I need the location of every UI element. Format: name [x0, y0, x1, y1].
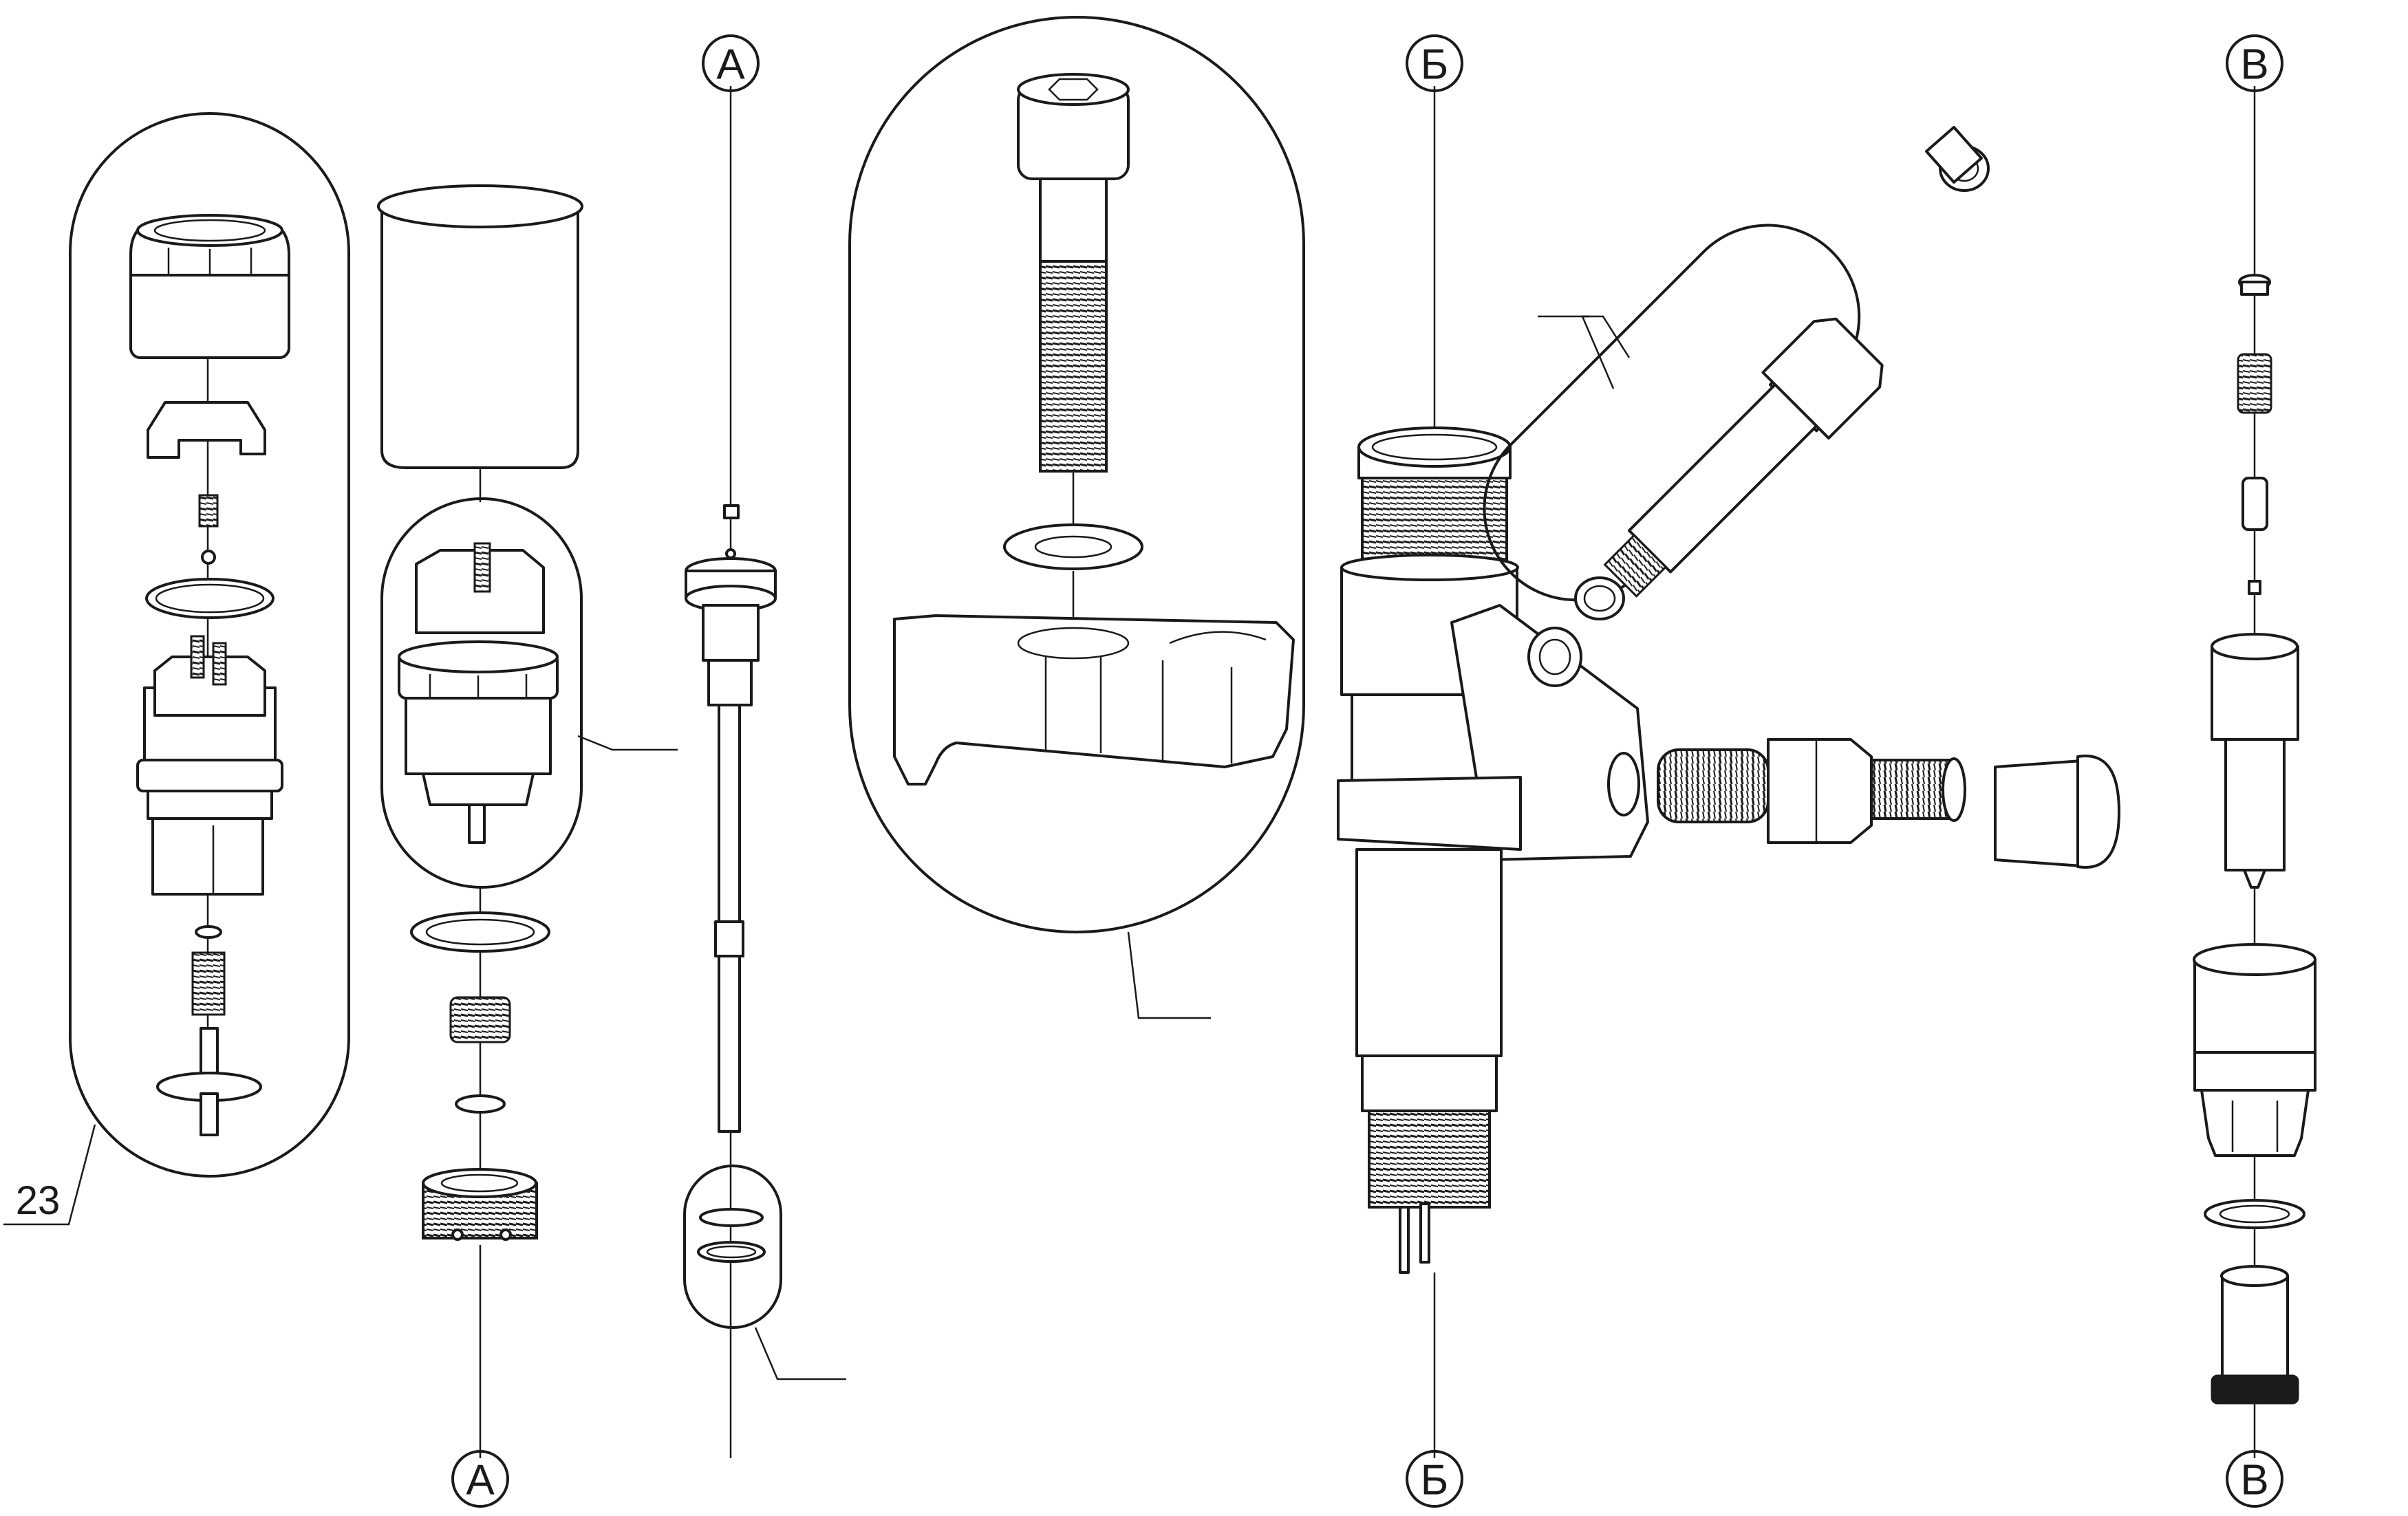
- svg-text:А: А: [466, 1457, 495, 1504]
- detail-23-capsule: [69, 112, 350, 1178]
- inlet-fitting: [1657, 738, 1966, 844]
- valve-stem: [685, 557, 777, 1133]
- svg-text:В: В: [2240, 41, 2268, 89]
- callout-v-bottom: В: [2226, 1450, 2283, 1508]
- fitting-cap: [1994, 755, 2120, 869]
- clamp-bolt: [1017, 73, 1130, 473]
- callout-v-top: В: [2226, 34, 2283, 92]
- protective-cap: [2211, 1265, 2299, 1405]
- svg-text:В: В: [2240, 1457, 2268, 1504]
- cap-nut: [129, 214, 290, 359]
- injector-body-column: [1337, 86, 2120, 1458]
- nozzle-nut: [2193, 943, 2316, 1157]
- callout-a-top: А: [702, 34, 760, 92]
- solenoid-column: [377, 184, 678, 1458]
- callout-a-bottom: А: [451, 1450, 509, 1508]
- injector-body: [1337, 426, 1649, 1274]
- solenoid-cup: [377, 184, 583, 469]
- clamp-capsule: [848, 16, 1305, 933]
- armature-capsule: [380, 497, 583, 889]
- valve-stem-column: [683, 86, 846, 1458]
- seal-capsule: [683, 1165, 782, 1329]
- svg-text:Б: Б: [1421, 41, 1449, 89]
- nozzle-spring: [2237, 353, 2272, 414]
- valve-body: [136, 635, 283, 896]
- item-23-label: 23: [16, 1178, 61, 1223]
- o-ring: [145, 578, 275, 619]
- valve-spring: [191, 951, 226, 1016]
- clamp-bracket: [893, 614, 1295, 786]
- nozzle-washer: [2204, 1199, 2305, 1229]
- svg-text:А: А: [716, 41, 745, 89]
- clamp-washer: [1003, 523, 1143, 570]
- copper-washer: [410, 911, 550, 953]
- armature-spring: [449, 996, 511, 1043]
- spring-clip: [147, 401, 266, 459]
- clamp-detail: [848, 16, 1305, 1019]
- nozzle-column: [2193, 86, 2316, 1458]
- spacer-sleeve: [2242, 477, 2268, 531]
- threaded-nut: [422, 1168, 538, 1241]
- nozzle: [2211, 633, 2299, 889]
- item-23-leader: [3, 1124, 96, 1226]
- plunger: [156, 1027, 262, 1136]
- svg-text:Б: Б: [1421, 1457, 1449, 1504]
- detail-23-group: 23: [3, 112, 350, 1226]
- callout-b-bottom: Б: [1406, 1450, 1463, 1508]
- small-screw: [198, 494, 219, 528]
- filter-assembly: [1483, 126, 1990, 620]
- armature-assembly: [398, 542, 559, 844]
- callout-b-top: Б: [1406, 34, 1463, 92]
